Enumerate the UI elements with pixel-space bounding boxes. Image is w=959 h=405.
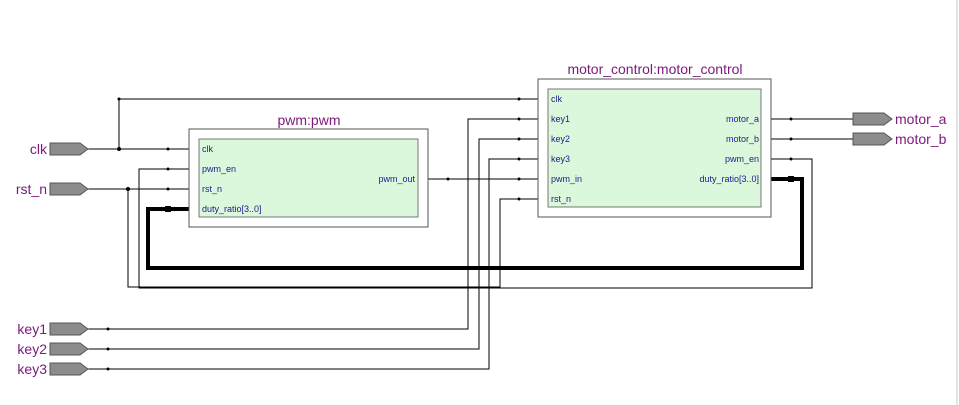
motor-port-key3: key3: [551, 154, 570, 164]
input-pin-arrow-icon: [49, 142, 89, 156]
input-pin-rst-n[interactable]: rst_n: [16, 181, 89, 197]
motor-control-block[interactable]: motor_control:motor_control clk key1 key…: [537, 61, 772, 218]
motor-port-key2: key2: [551, 134, 570, 144]
motor-port-duty-ratio: duty_ratio[3..0]: [699, 174, 759, 184]
motor-block-body: [547, 88, 762, 208]
junction-dot: [789, 137, 793, 141]
input-pin-clk[interactable]: clk: [30, 141, 89, 157]
input-pin-arrow-icon: [49, 322, 89, 336]
input-pin-key2[interactable]: key2: [17, 341, 89, 357]
pwm-port-duty-ratio: duty_ratio[3..0]: [202, 204, 262, 214]
output-pin-label: motor_b: [895, 131, 947, 147]
wire-pwm-en-feedback: [138, 158, 813, 289]
bus-junction: [788, 176, 794, 182]
input-pin-label: key1: [17, 321, 47, 337]
pwm-port-rst-n: rst_n: [202, 184, 222, 194]
motor-port-clk: clk: [551, 94, 562, 104]
junction-dot: [517, 97, 521, 101]
input-pin-arrow-icon: [49, 362, 89, 376]
output-pin-motor-b[interactable]: motor_b: [852, 131, 947, 147]
junction-dot: [166, 147, 170, 151]
input-pin-label: key2: [17, 341, 47, 357]
junction-dot: [106, 347, 110, 351]
pwm-port-pwm-en: pwm_en: [202, 164, 236, 174]
junction-dot: [517, 157, 521, 161]
input-pin-key1[interactable]: key1: [17, 321, 89, 337]
junctions: [106, 97, 794, 371]
wire-rst-loop: [127, 189, 549, 288]
input-pin-arrow-icon: [49, 342, 89, 356]
output-pin-label: motor_a: [895, 111, 947, 127]
motor-port-motor-a: motor_a: [726, 114, 759, 124]
junction-dot: [166, 187, 170, 191]
output-pin-arrow-icon: [852, 112, 893, 126]
junction-dot: [517, 137, 521, 141]
bus-duty-ratio: [146, 177, 804, 270]
wire-key2: [88, 138, 549, 350]
motor-port-pwm-in: pwm_in: [551, 174, 582, 184]
pwm-port-pwm-out: pwm_out: [378, 174, 415, 184]
bus-junction: [165, 206, 171, 212]
motor-port-rst-n: rst_n: [551, 194, 571, 204]
junction-dot: [166, 167, 170, 171]
input-pin-key3[interactable]: key3: [17, 361, 89, 377]
pwm-block-title: pwm:pwm: [277, 112, 340, 128]
pwm-block[interactable]: pwm:pwm clk pwm_en rst_n duty_ratio[3..0…: [188, 112, 429, 228]
wire-key1: [88, 118, 549, 330]
input-pin-label: rst_n: [16, 181, 47, 197]
output-pin-motor-a[interactable]: motor_a: [852, 111, 947, 127]
junction-dot: [789, 157, 793, 161]
motor-block-title: motor_control:motor_control: [567, 61, 742, 77]
junction-dot: [517, 197, 521, 201]
input-pin-arrow-icon: [49, 182, 89, 196]
pwm-port-clk: clk: [202, 144, 213, 154]
junction-dot: [789, 117, 793, 121]
pwm-block-body: [198, 138, 419, 218]
junction-dot: [117, 97, 121, 101]
input-pin-label: key3: [17, 361, 47, 377]
junction-dot: [126, 187, 130, 191]
junction-dot: [517, 177, 521, 181]
output-pin-arrow-icon: [852, 132, 893, 146]
junction-dot: [517, 117, 521, 121]
motor-port-key1: key1: [551, 114, 570, 124]
junction-dot: [106, 367, 110, 371]
motor-port-motor-b: motor_b: [726, 134, 759, 144]
motor-port-pwm-en: pwm_en: [725, 154, 759, 164]
input-pin-label: clk: [30, 141, 48, 157]
junction-dot: [446, 177, 450, 181]
junction-dot: [106, 327, 110, 331]
junction-dot: [117, 147, 121, 151]
wires: [88, 98, 853, 370]
